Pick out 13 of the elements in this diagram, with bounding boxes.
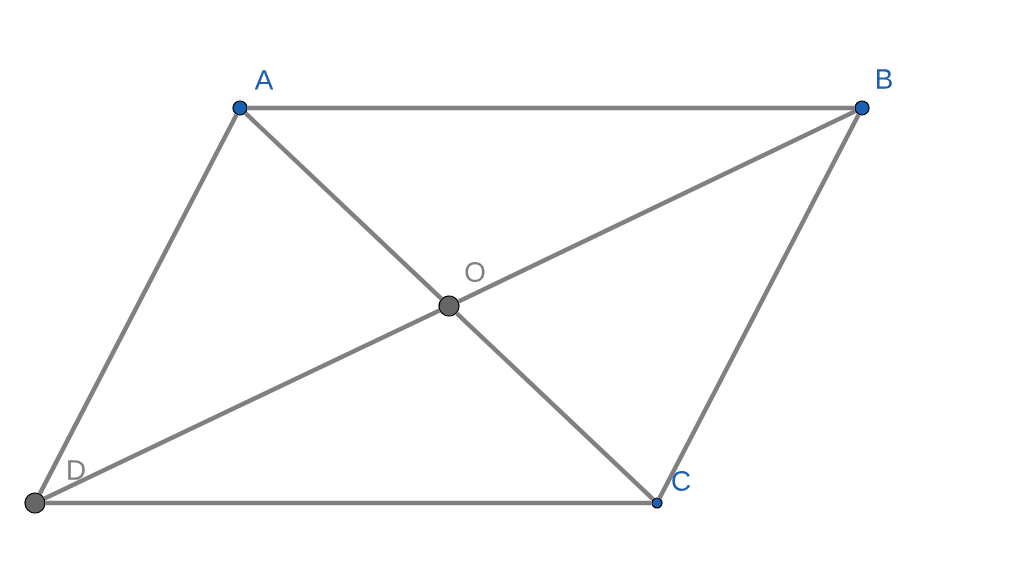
line-segment: [457, 109, 857, 304]
line-segment: [243, 111, 443, 301]
line-segment: [657, 113, 861, 500]
point-label: O: [465, 262, 485, 282]
point-label: B: [876, 69, 892, 89]
line-segment: [455, 311, 655, 501]
line-segment: [37, 113, 239, 495]
line-segment: [43, 308, 441, 501]
point-label: A: [254, 70, 274, 90]
point-label: C: [672, 471, 691, 491]
line-segment: [247, 105, 855, 111]
line-segment: [45, 500, 652, 506]
point-label: D: [68, 460, 85, 480]
